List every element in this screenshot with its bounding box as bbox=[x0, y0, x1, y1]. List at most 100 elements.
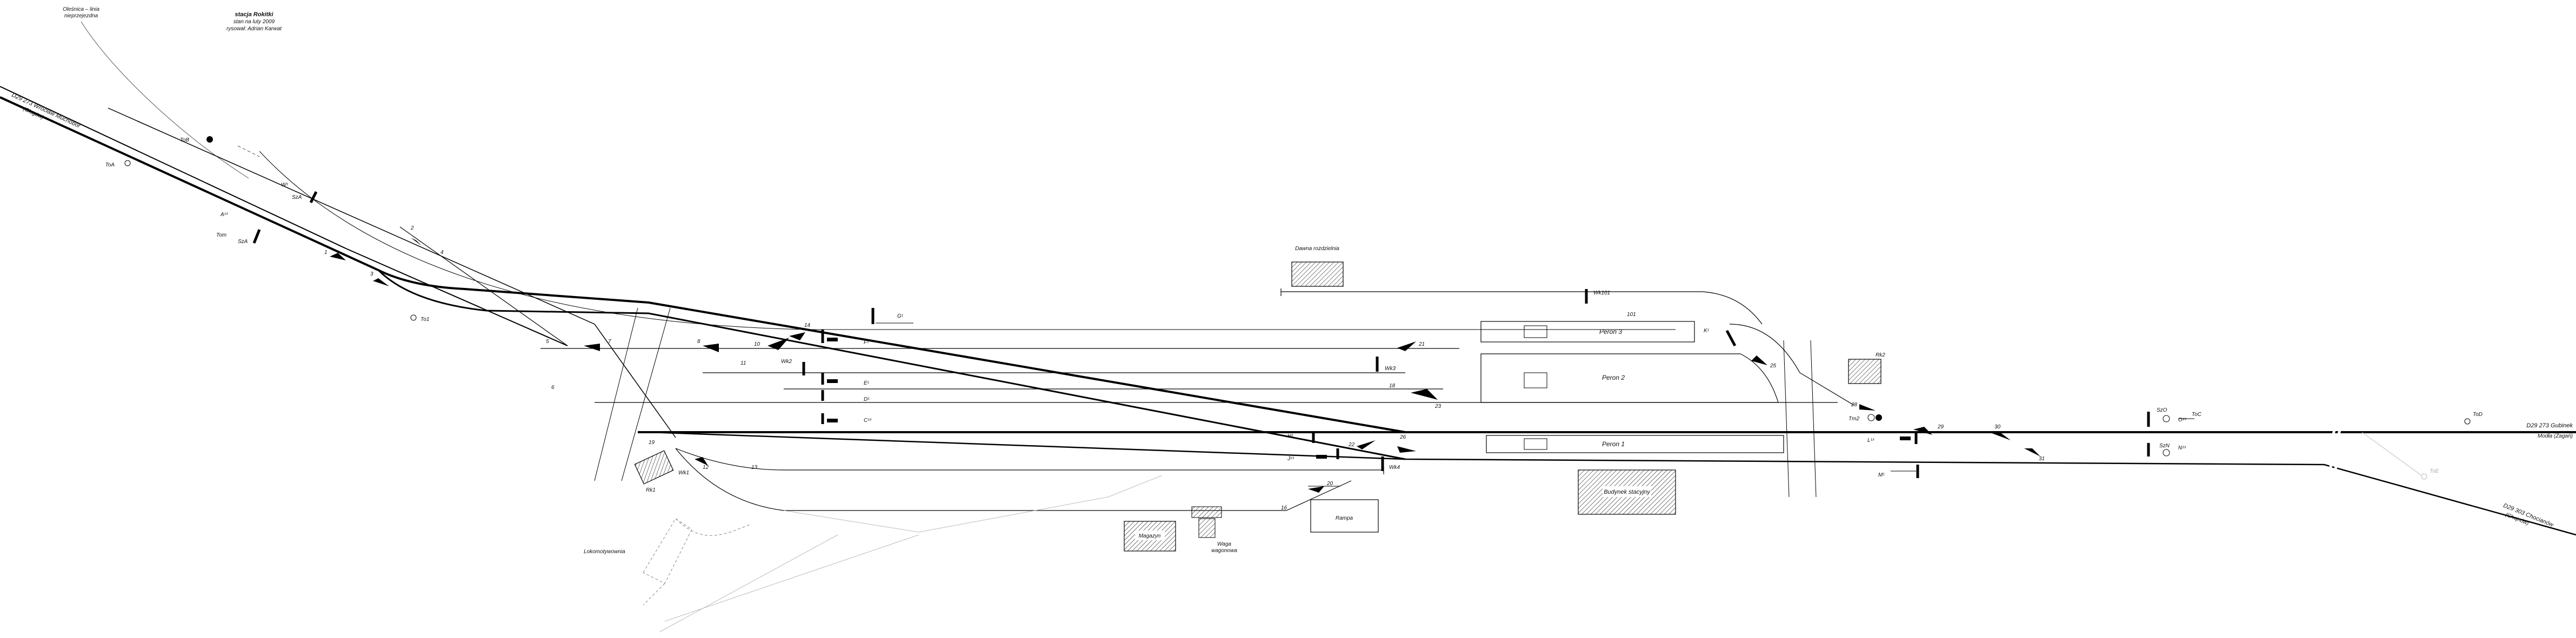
signal-tod: ToD bbox=[2464, 412, 2482, 425]
svg-text:A¹³: A¹³ bbox=[220, 212, 228, 218]
svg-text:SzA: SzA bbox=[292, 194, 302, 200]
signal-box-rk1 bbox=[634, 450, 674, 485]
switch-num-23: 23 bbox=[1434, 404, 1442, 409]
switch-25-marker bbox=[1751, 355, 1767, 365]
tob-marker-icon bbox=[206, 136, 213, 143]
platform-1 bbox=[1486, 435, 1784, 453]
signal-l13: L¹³ bbox=[1867, 433, 1918, 444]
switch-num-26: 26 bbox=[1399, 434, 1406, 440]
station-subtitle: stan na luty 2009 bbox=[233, 19, 275, 25]
disused-grey-2 bbox=[659, 534, 838, 633]
road-crossing-1b bbox=[621, 307, 671, 481]
switch-31-marker bbox=[2024, 448, 2040, 456]
switch-num-11: 11 bbox=[740, 360, 746, 366]
loco-shed-outline bbox=[643, 518, 692, 584]
box-wk101: Wk101 bbox=[1585, 289, 1610, 304]
siding-lead bbox=[108, 108, 676, 438]
gap-top-1 bbox=[2331, 427, 2337, 437]
switch-num-3: 3 bbox=[370, 271, 373, 277]
szn-marker-icon bbox=[2163, 449, 2170, 456]
switch-num-14: 14 bbox=[804, 323, 811, 328]
svg-text:N¹³: N¹³ bbox=[2178, 445, 2186, 451]
source-note-line1: Oleśnica – linia bbox=[63, 6, 99, 12]
switch-20-marker bbox=[1308, 486, 1324, 493]
platform-1-shelter bbox=[1524, 438, 1547, 450]
storage-label: Dawna rozdzielnia bbox=[1295, 246, 1339, 252]
switch-num-28: 28 bbox=[1851, 402, 1858, 408]
scale-label-1: Waga bbox=[1217, 541, 1231, 547]
box-wk1: Wk1 bbox=[678, 470, 689, 476]
switch-2-marker bbox=[411, 238, 422, 246]
gap-bottom-1 bbox=[2328, 460, 2334, 469]
signal-d1: D¹ bbox=[821, 390, 870, 402]
station-author: rysował: Adrian Karwat bbox=[226, 26, 282, 32]
ramp-label: Rampa bbox=[1336, 515, 1353, 521]
warehouse-label: Magazyn bbox=[1139, 533, 1161, 539]
svg-text:Wk3: Wk3 bbox=[1385, 366, 1396, 372]
signal-tm2: Tm2 bbox=[1848, 414, 1882, 422]
svg-text:ToD: ToD bbox=[2473, 412, 2482, 418]
switch-num-10: 10 bbox=[754, 341, 760, 347]
c13-head bbox=[827, 419, 838, 422]
svg-text:Wk1: Wk1 bbox=[678, 470, 689, 476]
signal-j13: J¹³ bbox=[1287, 448, 1339, 462]
svg-text:J¹³: J¹³ bbox=[1287, 456, 1294, 462]
scale-building bbox=[1191, 506, 1222, 518]
switch-num-16: 16 bbox=[1281, 505, 1287, 511]
switch-7-marker bbox=[584, 344, 600, 351]
switch-21-marker bbox=[1397, 341, 1416, 351]
signal-c13: C¹³ bbox=[821, 413, 872, 424]
switch-14-marker bbox=[789, 332, 805, 340]
signal-g1: G¹ bbox=[871, 308, 913, 324]
chocianow-track bbox=[648, 431, 2576, 536]
switch-num-8: 8 bbox=[697, 339, 700, 345]
svg-text:K¹: K¹ bbox=[1704, 328, 1710, 334]
l13-head bbox=[1900, 436, 1911, 440]
switch-num-30: 30 bbox=[1994, 424, 2001, 430]
e1-head bbox=[827, 379, 838, 383]
disused-grey-1 bbox=[783, 475, 1163, 533]
svg-text:Wk4: Wk4 bbox=[1389, 465, 1400, 471]
switch-1-marker bbox=[330, 253, 346, 260]
svg-text:To1: To1 bbox=[421, 317, 429, 323]
svg-text:H¹: H¹ bbox=[1287, 433, 1293, 439]
platform-2 bbox=[1480, 353, 1779, 403]
switch-num-12: 12 bbox=[703, 465, 709, 471]
gap-top-2 bbox=[2337, 427, 2342, 437]
switch-num-5: 5 bbox=[546, 339, 549, 345]
switch-10-marker bbox=[768, 338, 789, 350]
switch-num-19: 19 bbox=[649, 440, 655, 446]
svg-text:Wk101: Wk101 bbox=[1593, 290, 1610, 296]
svg-text:ToB: ToB bbox=[180, 137, 190, 143]
switch-num-29: 29 bbox=[1937, 424, 1944, 430]
signal-toe: ToE bbox=[2421, 468, 2439, 480]
signal-box-rk2-label: Rk2 bbox=[1876, 352, 1885, 358]
station-building-label: Budynek stacyjny bbox=[1604, 489, 1651, 495]
switch-28-marker bbox=[1859, 404, 1876, 411]
switch-23-marker bbox=[1411, 389, 1438, 400]
switch-num-1: 1 bbox=[324, 250, 328, 256]
switch-num-18: 18 bbox=[1389, 383, 1396, 389]
signal-m1: M¹ bbox=[1878, 465, 1919, 478]
right-top-line-sublabel: Modła (Żagań) bbox=[2538, 433, 2573, 439]
switch-num-2: 2 bbox=[410, 225, 414, 231]
svg-text:ToA: ToA bbox=[105, 162, 115, 168]
crossover-diag-1 bbox=[399, 226, 568, 346]
svg-text:D¹: D¹ bbox=[864, 397, 870, 402]
track-upper-join bbox=[1729, 324, 1854, 406]
toa-marker-icon bbox=[124, 160, 131, 166]
switch-num-13: 13 bbox=[751, 465, 758, 471]
gap-bottom-2 bbox=[2334, 460, 2339, 469]
second-main-track bbox=[377, 269, 1406, 460]
svg-text:Tm2: Tm2 bbox=[1848, 416, 1859, 422]
station-title: stacja Rokitki bbox=[235, 11, 274, 18]
w1-signal-bar bbox=[309, 191, 318, 204]
right-top-line-label: D29 273 Gubinek bbox=[2526, 422, 2573, 429]
disused-line-to-olesnica bbox=[81, 21, 249, 179]
toe-marker-icon bbox=[2421, 473, 2427, 480]
to1-marker-icon bbox=[410, 314, 417, 321]
tm2-marker-icon bbox=[1867, 414, 1875, 421]
switch-22-marker bbox=[1357, 440, 1376, 449]
switch-num-101: 101 bbox=[1627, 312, 1636, 318]
platform-3-label: Peron 3 bbox=[1599, 328, 1622, 335]
